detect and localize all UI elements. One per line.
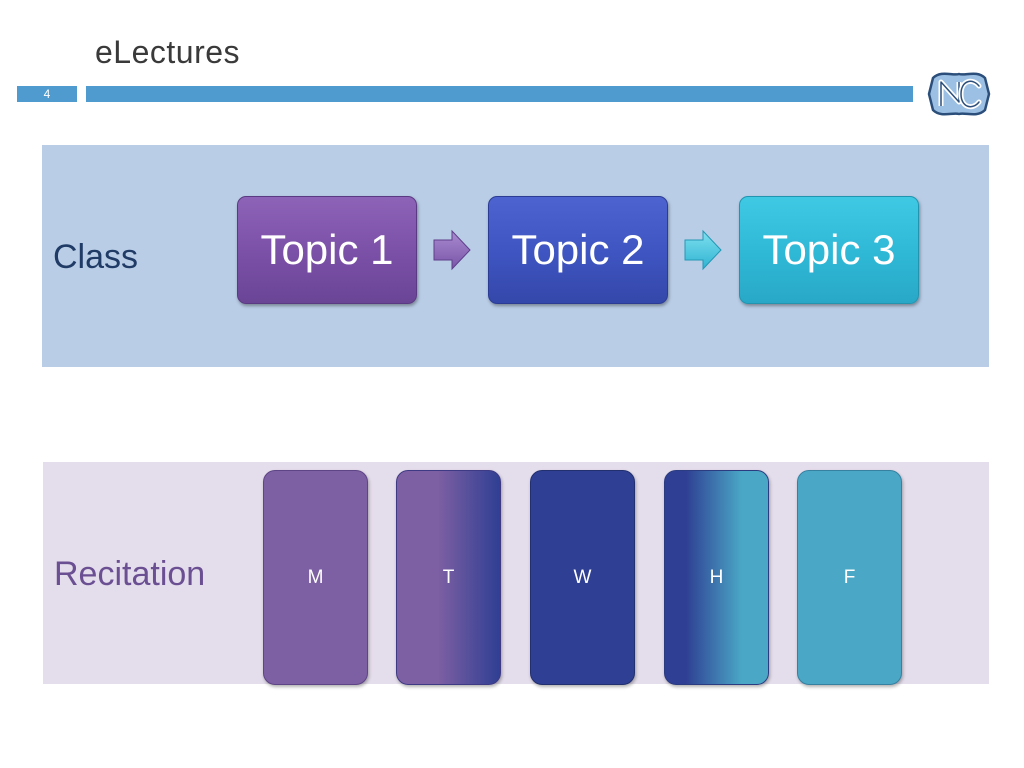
day-label: H xyxy=(709,566,724,588)
topic-1-box: Topic 1 xyxy=(237,196,417,304)
right-arrow-icon xyxy=(684,229,722,271)
topic-3-label: Topic 3 xyxy=(762,226,896,273)
title-underline-bar xyxy=(86,86,913,102)
recitation-label: Recitation xyxy=(54,555,206,593)
topic-1-label: Topic 1 xyxy=(260,226,394,273)
slide-title: eLectures xyxy=(95,34,241,70)
day-box-thursday: H xyxy=(664,470,769,685)
day-label: F xyxy=(843,566,856,588)
day-box-friday: F xyxy=(797,470,902,685)
topic-2-box: Topic 2 xyxy=(488,196,668,304)
day-box-monday: M xyxy=(263,470,368,685)
day-box-tuesday: T xyxy=(396,470,501,685)
topic-3-box: Topic 3 xyxy=(739,196,919,304)
nc-logo-icon xyxy=(927,72,991,116)
right-arrow-icon xyxy=(433,229,471,271)
day-box-wednesday: W xyxy=(530,470,635,685)
day-label: W xyxy=(573,566,592,588)
class-label: Class xyxy=(53,238,139,276)
day-label: T xyxy=(442,566,455,588)
topic-2-label: Topic 2 xyxy=(511,226,645,273)
page-number: 4 xyxy=(17,86,77,102)
day-label: M xyxy=(307,566,324,588)
